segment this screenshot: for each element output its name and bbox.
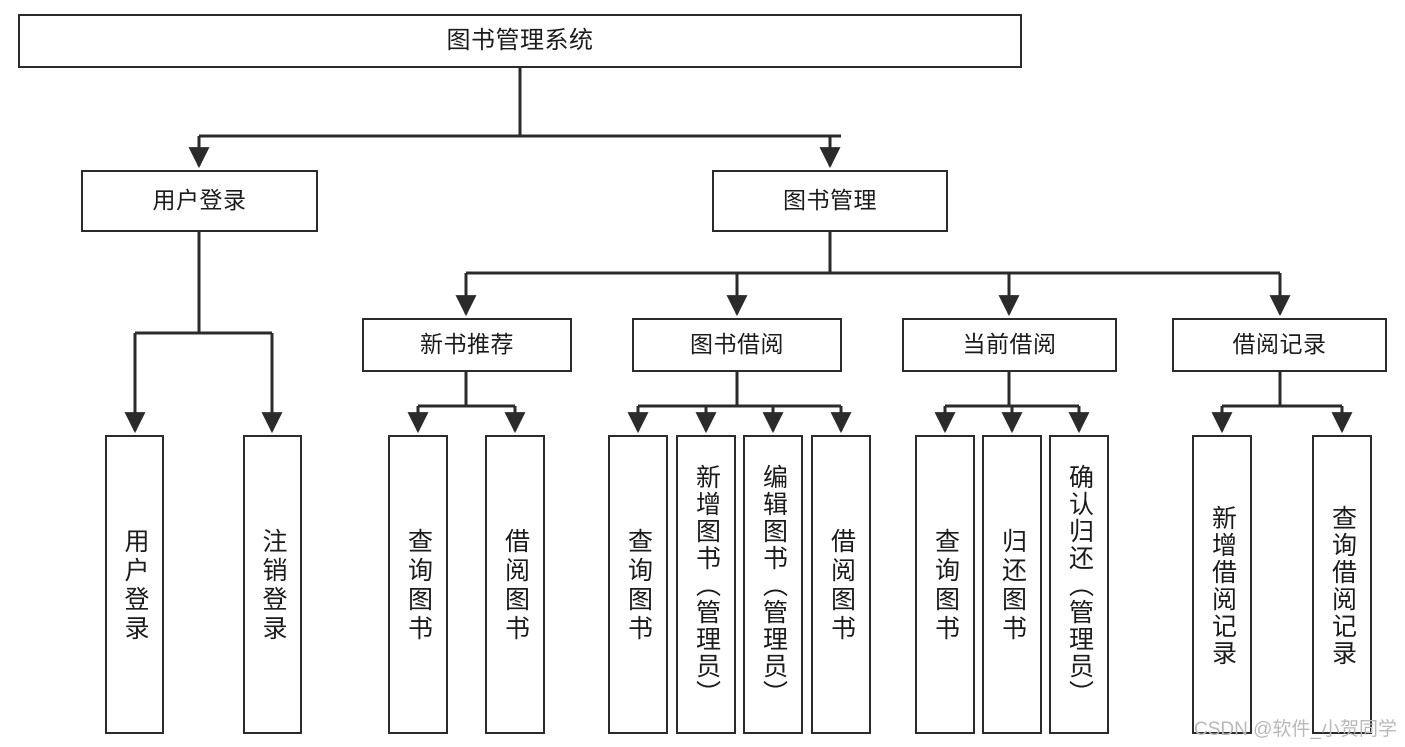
node-user-login-label: 用户登录 xyxy=(152,187,247,214)
node-book-manage[interactable]: 图书管理 xyxy=(712,170,948,232)
node-leaf-query-book-2[interactable]: 查询图书 xyxy=(608,435,668,734)
node-leaf-query-book-1-label: 查询图书 xyxy=(404,527,433,644)
node-new-book-rec-label: 新书推荐 xyxy=(420,331,514,358)
node-root[interactable]: 图书管理系统 xyxy=(18,14,1022,68)
node-leaf-add-record-label: 新增借阅记录 xyxy=(1208,504,1237,667)
node-leaf-confirm-return-label: 确认归还（管理员） xyxy=(1065,464,1094,707)
node-leaf-query-book-1[interactable]: 查询图书 xyxy=(388,435,448,734)
node-leaf-borrow-book-1[interactable]: 借阅图书 xyxy=(485,435,545,734)
node-leaf-return-book-label: 归还图书 xyxy=(998,527,1027,644)
node-book-manage-label: 图书管理 xyxy=(783,187,877,214)
node-leaf-borrow-book-2-label: 借阅图书 xyxy=(827,527,856,644)
node-leaf-add-record[interactable]: 新增借阅记录 xyxy=(1192,435,1252,734)
node-leaf-logout[interactable]: 注销登录 xyxy=(243,435,302,734)
node-root-label: 图书管理系统 xyxy=(446,26,594,54)
node-new-book-rec[interactable]: 新书推荐 xyxy=(362,318,572,372)
node-leaf-user-login[interactable]: 用户登录 xyxy=(105,435,164,734)
node-leaf-borrow-book-1-label: 借阅图书 xyxy=(501,527,530,644)
node-leaf-confirm-return[interactable]: 确认归还（管理员） xyxy=(1049,435,1109,734)
node-leaf-logout-label: 注销登录 xyxy=(259,527,287,644)
node-leaf-add-book[interactable]: 新增图书（管理员） xyxy=(676,435,736,734)
node-user-login[interactable]: 用户登录 xyxy=(81,170,318,232)
node-leaf-query-book-3[interactable]: 查询图书 xyxy=(915,435,975,734)
watermark: CSDN @软件_小贺同学 xyxy=(1194,719,1397,740)
node-leaf-edit-book[interactable]: 编辑图书（管理员） xyxy=(743,435,803,734)
node-leaf-query-book-3-label: 查询图书 xyxy=(931,527,960,644)
node-current-borrow-label: 当前借阅 xyxy=(962,331,1057,358)
node-leaf-borrow-book-2[interactable]: 借阅图书 xyxy=(811,435,871,734)
node-leaf-edit-book-label: 编辑图书（管理员） xyxy=(759,464,788,707)
node-book-borrow[interactable]: 图书借阅 xyxy=(632,318,842,372)
node-leaf-return-book[interactable]: 归还图书 xyxy=(982,435,1042,734)
node-leaf-user-login-label: 用户登录 xyxy=(121,527,149,644)
node-borrow-record[interactable]: 借阅记录 xyxy=(1172,318,1387,372)
node-leaf-query-book-2-label: 查询图书 xyxy=(624,527,653,644)
node-leaf-query-record[interactable]: 查询借阅记录 xyxy=(1312,435,1372,734)
node-current-borrow[interactable]: 当前借阅 xyxy=(902,318,1117,372)
node-book-borrow-label: 图书借阅 xyxy=(690,331,784,358)
node-leaf-add-book-label: 新增图书（管理员） xyxy=(692,464,721,707)
node-borrow-record-label: 借阅记录 xyxy=(1232,331,1327,358)
node-leaf-query-record-label: 查询借阅记录 xyxy=(1328,504,1357,667)
